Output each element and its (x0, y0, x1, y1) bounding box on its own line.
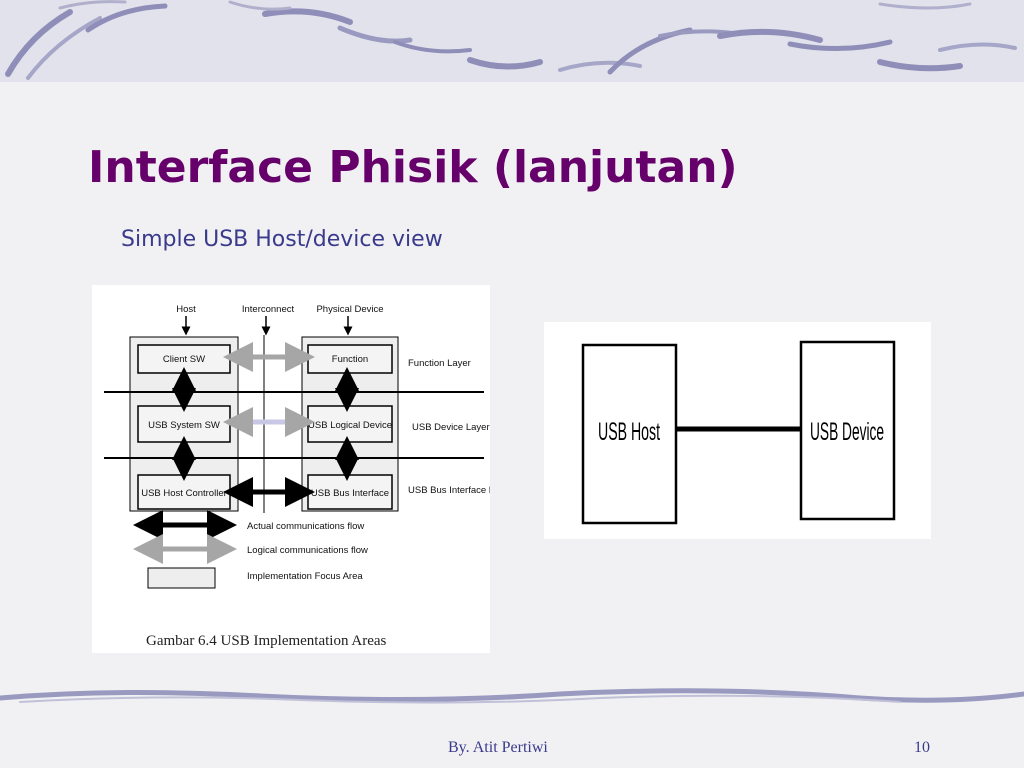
bottom-wave-decoration (0, 688, 1024, 704)
legend-logical-label: Logical communications flow (247, 545, 368, 556)
function-label: Function (332, 354, 368, 365)
header-host: Host (176, 304, 196, 315)
top-decoration-band (0, 0, 1024, 82)
client-sw-label: Client SW (163, 354, 205, 365)
usb-system-sw-label: USB System SW (148, 420, 220, 431)
function-layer-label: Function Layer (408, 358, 471, 369)
usb-device-label: USB Device (810, 418, 884, 446)
legend-focus-box (147, 567, 216, 589)
figure-caption: Gambar 6.4 USB Implementation Areas (146, 633, 387, 649)
usb-device-layer-label: USB Device Layer (412, 422, 490, 433)
usb-host-label: USB Host (598, 418, 660, 446)
slide-title: Interface Phisik (lanjutan) (88, 142, 738, 193)
footer-author: By. Atit Pertiwi (448, 739, 548, 756)
header-physical-device: Physical Device (316, 304, 383, 315)
usb-bus-interface-layer-label: USB Bus Interface Layer (408, 485, 490, 496)
slide-subtitle: Simple USB Host/device view (121, 227, 443, 252)
simple-usb-view-diagram: USB Host USB Device (544, 322, 931, 539)
page-number: 10 (914, 739, 930, 756)
usb-host-controller-label: USB Host Controller (141, 488, 227, 499)
legend-focus-label: Implementation Focus Area (247, 571, 363, 582)
usb-bus-interface-label: USB Bus Interface (311, 488, 389, 499)
usb-device-box (799, 340, 896, 521)
swirl-decoration (5, 0, 1017, 80)
legend-actual-label: Actual communications flow (247, 521, 364, 532)
usb-host-box (581, 343, 678, 525)
usb-logical-device-label: USB Logical Device (308, 420, 392, 431)
header-interconnect: Interconnect (242, 304, 295, 315)
usb-implementation-diagram: Host Interconnect Physical Device Client… (92, 285, 490, 653)
